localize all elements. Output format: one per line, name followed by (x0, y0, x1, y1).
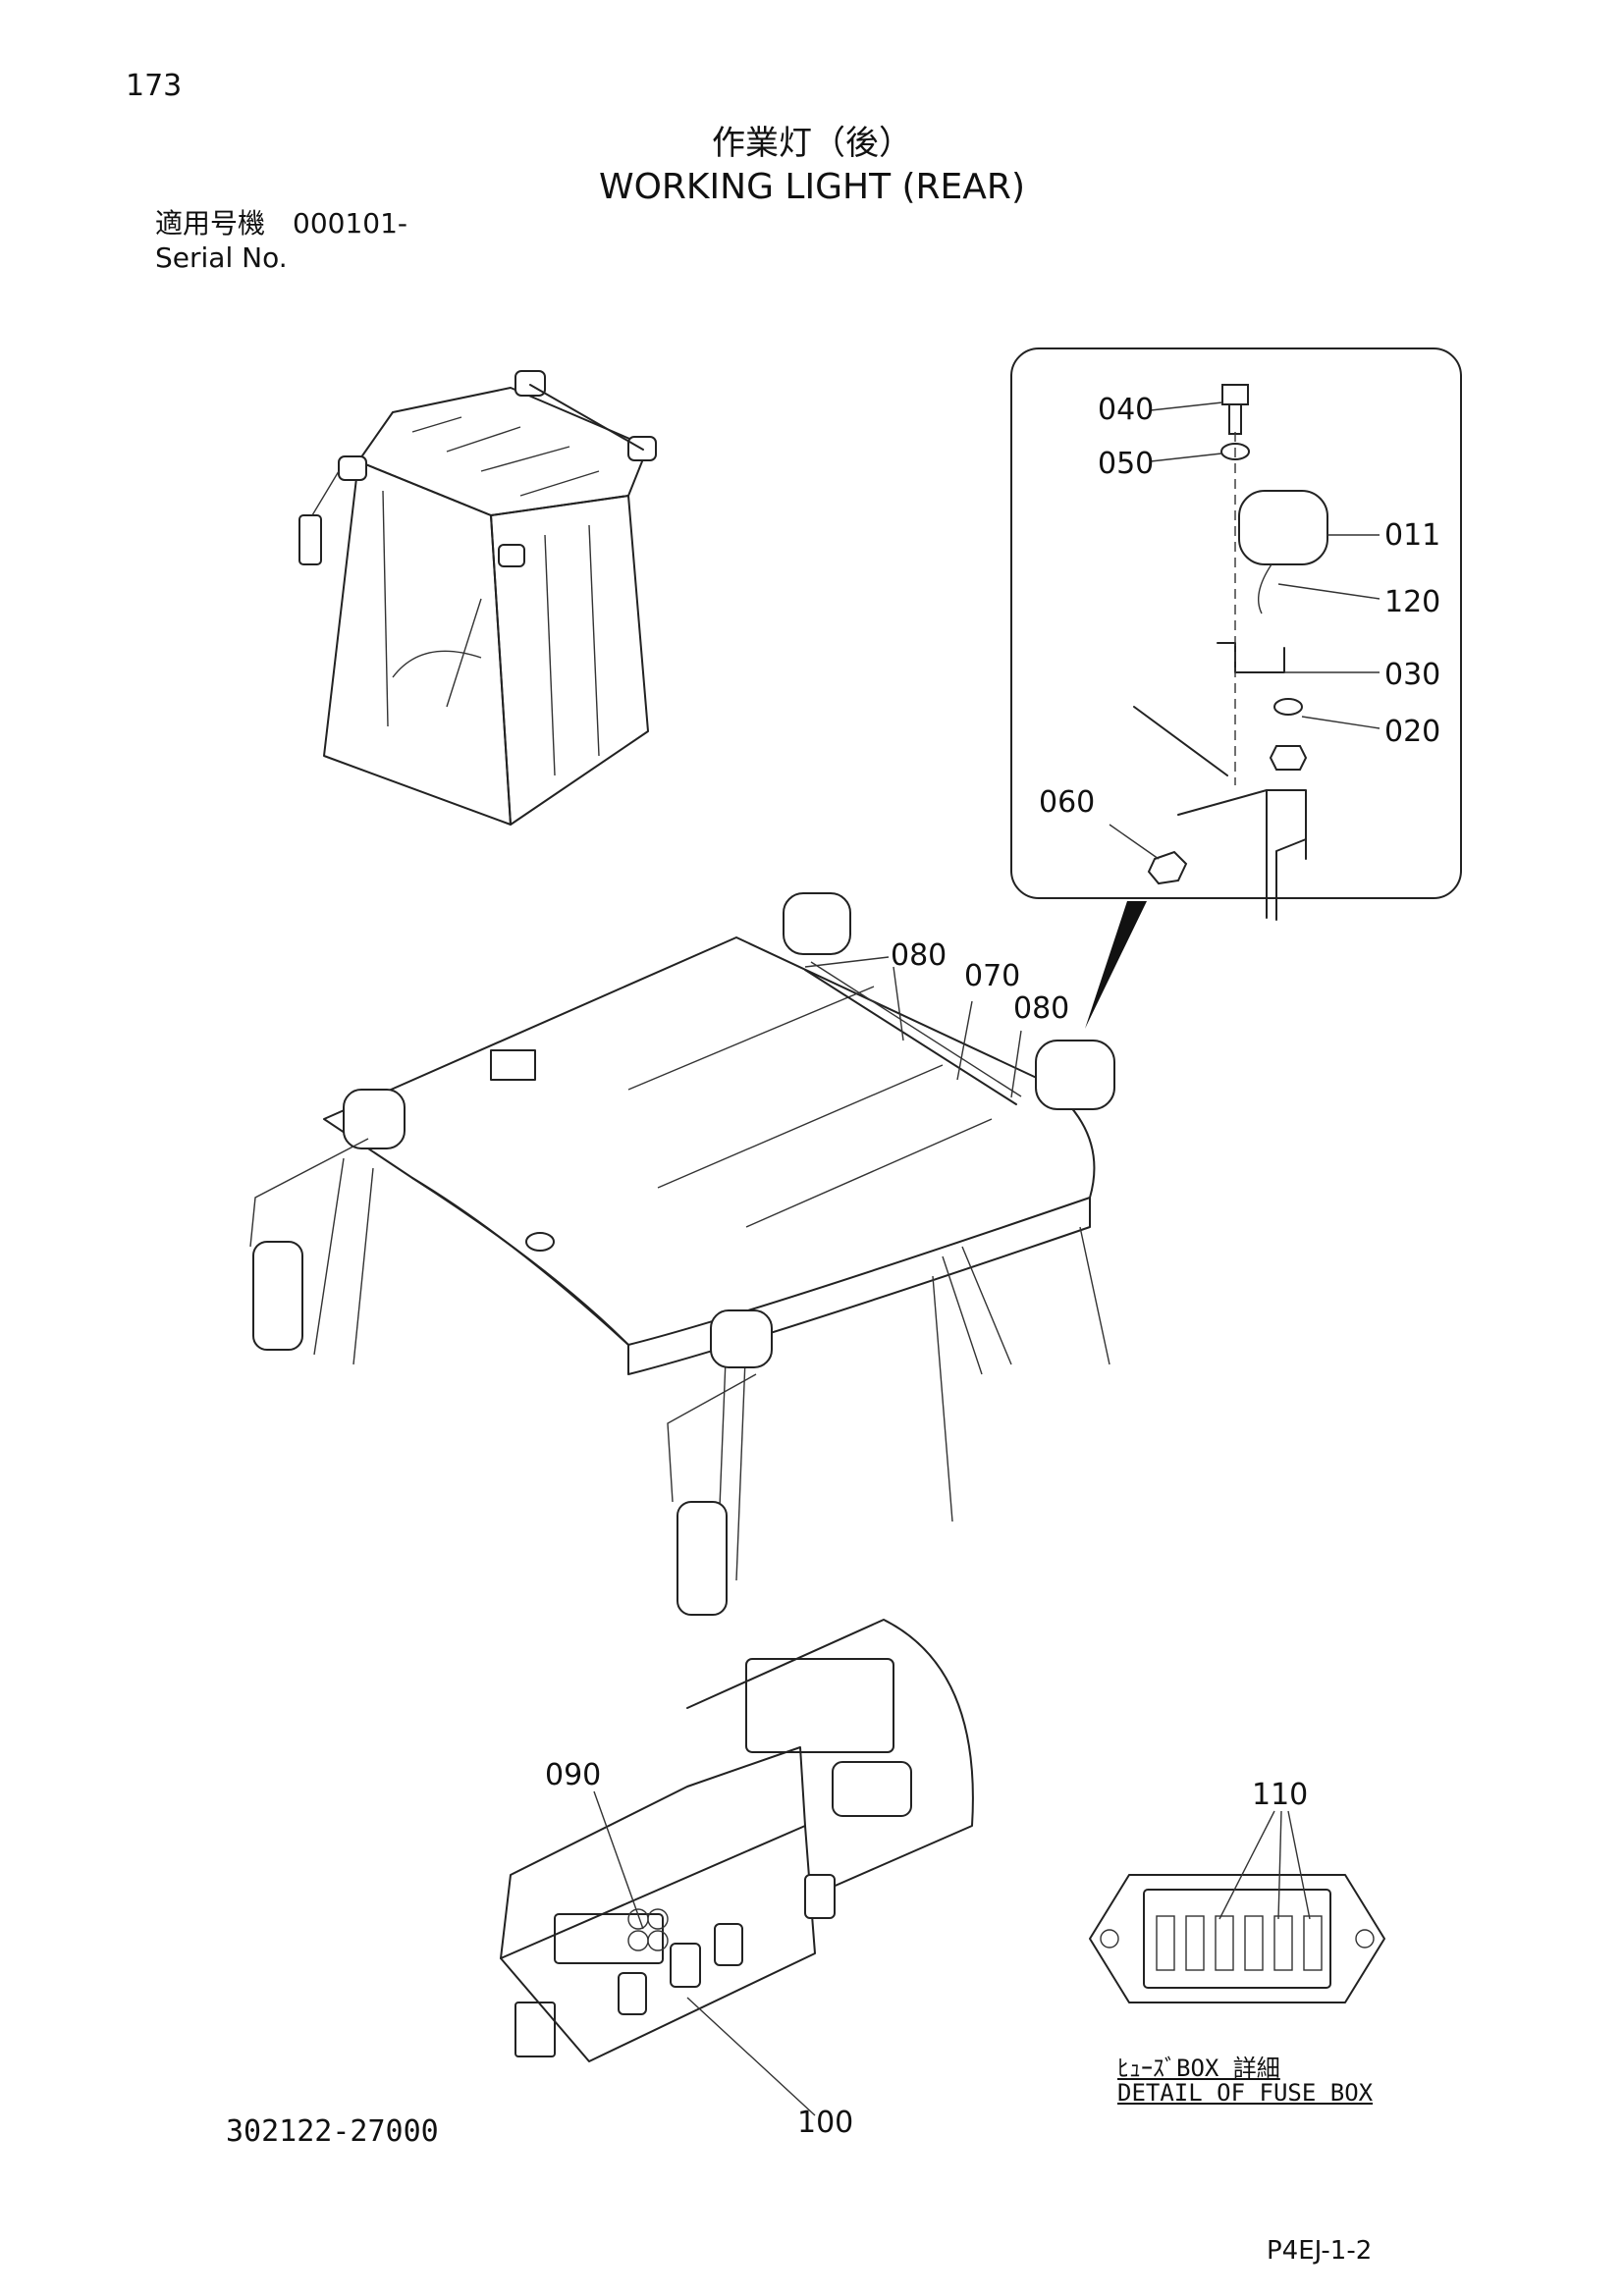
page-code: P4EJ-1-2 (1267, 2236, 1373, 2266)
overview-cab-drawing (298, 370, 657, 826)
fuse-box-drawing (1089, 1810, 1385, 2003)
fuse-box-caption-japanese: ﾋｭｰｽﾞBOX 詳細 (1117, 2055, 1280, 2082)
cab-roof-drawing (249, 892, 1115, 1616)
page-number: 173 (126, 69, 183, 103)
callout-100: 100 (797, 2106, 853, 2140)
callout-050: 050 (1098, 447, 1154, 481)
callout-070: 070 (964, 959, 1020, 993)
callout-110: 110 (1252, 1778, 1308, 1812)
callout-060: 060 (1039, 785, 1095, 820)
callout-011: 011 (1384, 518, 1440, 553)
serial-label: Serial No. (155, 241, 288, 274)
serial-label-japanese: 適用号機 000101- (155, 207, 407, 240)
callout-080-left: 080 (891, 938, 947, 973)
dashboard-drawing (500, 1619, 974, 2116)
callout-090: 090 (545, 1758, 601, 1792)
page-title: WORKING LIGHT (REAR) (598, 167, 1025, 207)
drawing-number: 302122-27000 (226, 2114, 439, 2149)
callout-080-right: 080 (1013, 991, 1069, 1026)
callout-020: 020 (1384, 715, 1440, 749)
callout-030: 030 (1384, 658, 1440, 692)
fuse-box-caption: DETAIL OF FUSE BOX (1117, 2079, 1374, 2107)
callout-040: 040 (1098, 393, 1154, 427)
detail-working-light-inset (1010, 347, 1462, 1029)
callout-120: 120 (1384, 585, 1440, 619)
page-title-japanese: 作業灯（後） (712, 124, 912, 163)
